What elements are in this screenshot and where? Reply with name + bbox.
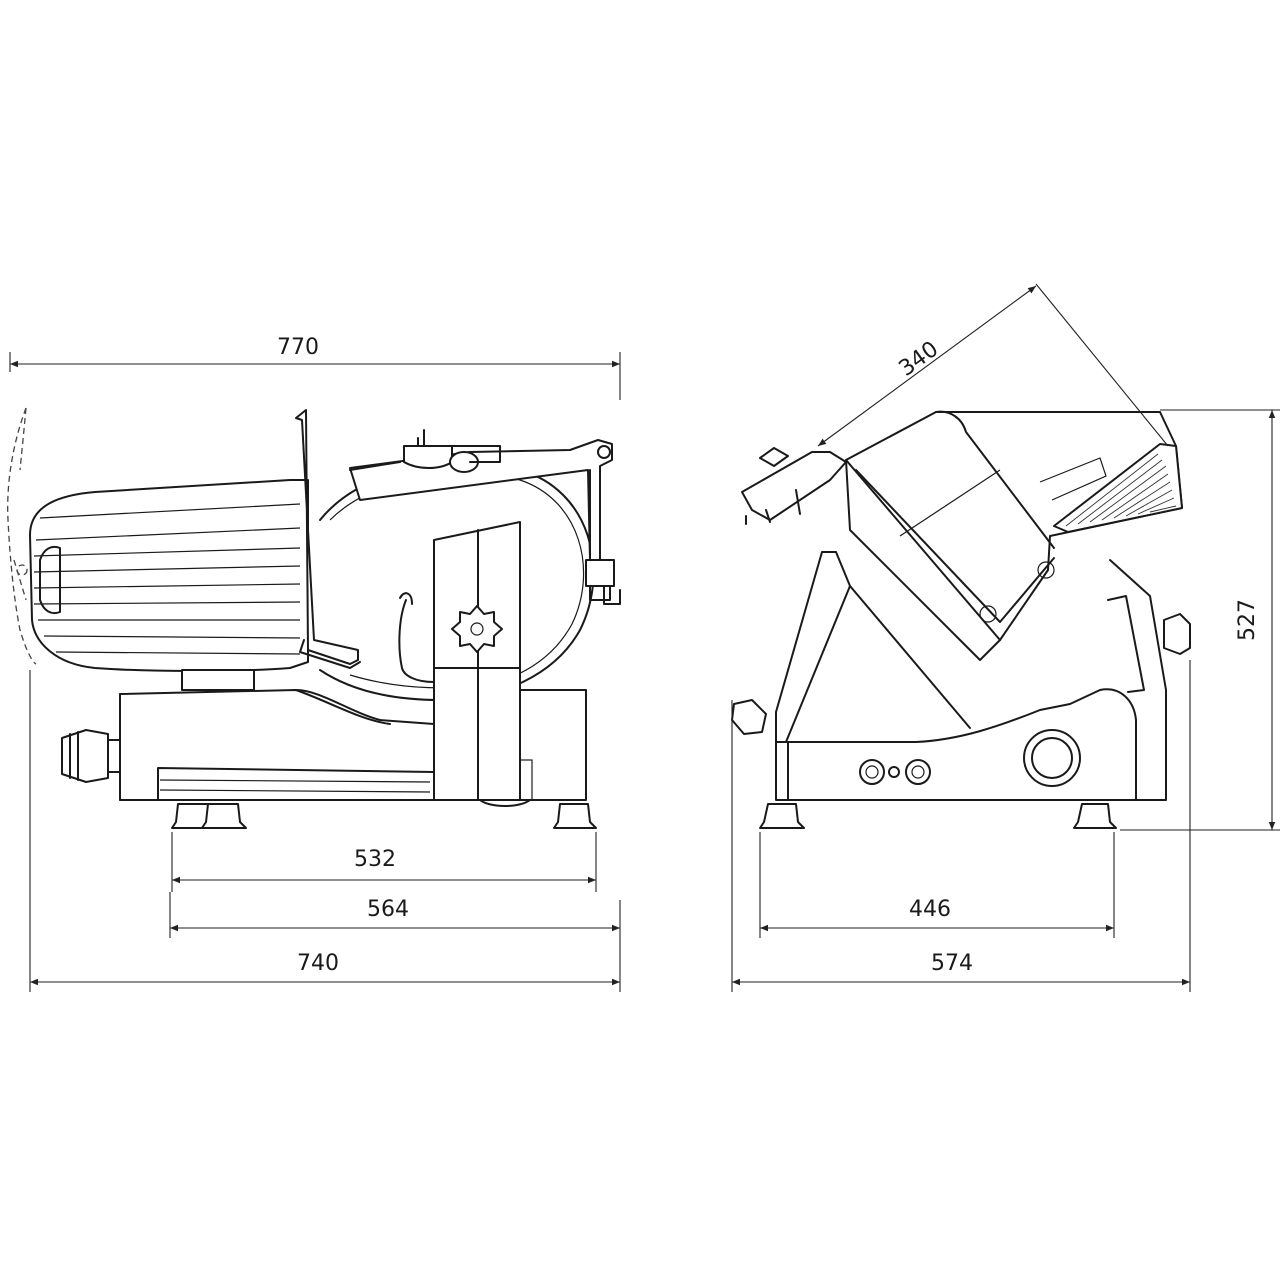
dim-564: 564	[169, 892, 621, 938]
dim-574-label: 574	[931, 951, 973, 976]
base-body	[119, 689, 435, 801]
guard-ribs	[33, 503, 301, 655]
tilted-carriage	[845, 411, 1183, 661]
foot-left-b	[201, 803, 247, 829]
dim-446: 446	[759, 832, 1115, 938]
dim-740: 740	[29, 670, 621, 992]
dim-340-label: 340	[895, 337, 944, 382]
side-base	[775, 688, 1137, 801]
side-foot-right	[1073, 803, 1117, 829]
support-arm	[775, 551, 851, 743]
front-tilt-block	[741, 451, 847, 521]
dim-532: 532	[171, 832, 597, 892]
food-plate	[295, 409, 359, 665]
dim-527: 527	[1120, 409, 1280, 831]
dim-770: 770	[9, 335, 621, 400]
dim-532-label: 532	[354, 847, 396, 872]
button-2	[888, 766, 900, 778]
dim-574: 574	[731, 660, 1191, 992]
handle-sweep-dashed	[7, 407, 37, 665]
side-handle-knob	[731, 699, 767, 735]
button-3	[905, 759, 931, 785]
front-view: 770 532 564 740	[7, 335, 621, 992]
side-foot-left	[759, 803, 805, 829]
dim-446-label: 446	[909, 897, 951, 922]
upper-arm	[349, 439, 613, 561]
button-1	[859, 759, 885, 785]
blade-guard-body	[29, 479, 309, 672]
star-knob	[451, 605, 503, 653]
side-knob	[61, 729, 109, 783]
foot-right	[553, 803, 597, 829]
side-view: 340 527 446 574	[731, 283, 1280, 992]
dim-740-label: 740	[297, 951, 339, 976]
pusher-hook	[398, 599, 435, 683]
top-knob	[403, 445, 453, 469]
dim-527-label: 527	[1235, 599, 1260, 641]
dim-770-label: 770	[277, 335, 319, 360]
dim-564-label: 564	[367, 897, 409, 922]
guard-hatching	[1053, 443, 1183, 533]
